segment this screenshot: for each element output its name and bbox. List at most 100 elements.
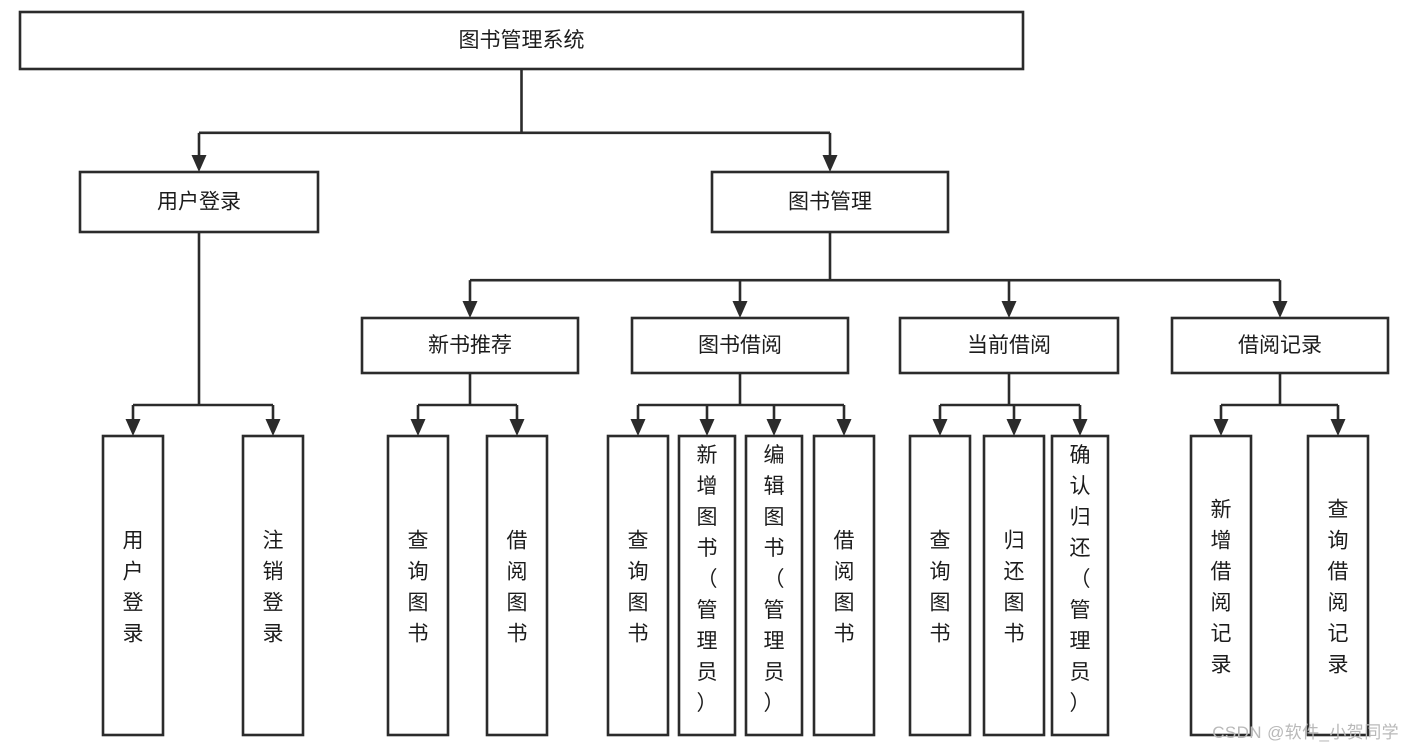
node-book-borrow-label: 图书借阅: [698, 334, 782, 357]
node-leaf-query-book-3-label-char: 询: [930, 561, 951, 584]
node-leaf-user-login[interactable]: 用户登录: [101, 434, 165, 737]
node-leaf-add-book-box[interactable]: [677, 434, 737, 737]
node-leaf-add-record-label-char: 增: [1211, 530, 1232, 553]
node-layer: 图书管理系统用户登录图书管理新书推荐图书借阅当前借阅借阅记录用户登录注销登录查询…: [18, 10, 1390, 737]
arrow-head-icon: [1330, 419, 1346, 436]
arrow-head-icon: [836, 419, 852, 436]
node-leaf-add-record-box[interactable]: [1189, 434, 1253, 737]
node-user-login[interactable]: 用户登录: [78, 170, 320, 234]
node-new-book-recommend-box[interactable]: [360, 316, 580, 375]
node-leaf-query-book-3-box[interactable]: [908, 434, 972, 737]
node-leaf-borrow-book-2-box[interactable]: [812, 434, 876, 737]
node-leaf-confirm-return-label-char: 还: [1070, 537, 1091, 560]
arrow-head-icon: [191, 155, 207, 172]
node-leaf-return-book-label-char: 还: [1004, 561, 1025, 584]
node-current-borrow-box[interactable]: [898, 316, 1120, 375]
node-book-borrow-box[interactable]: [630, 316, 850, 375]
node-leaf-edit-book-box[interactable]: [744, 434, 804, 737]
node-borrow-record[interactable]: 借阅记录: [1170, 316, 1390, 375]
node-leaf-edit-book-label-char: 管: [764, 599, 785, 622]
node-leaf-user-login-label-char: 录: [123, 623, 144, 646]
node-book-manage-box[interactable]: [710, 170, 950, 234]
node-leaf-logout-login-label-char: 登: [263, 592, 284, 615]
node-leaf-confirm-return-label-char: 认: [1070, 475, 1091, 498]
node-borrow-record-box[interactable]: [1170, 316, 1390, 375]
node-leaf-query-book-1-label-char: 书: [408, 623, 429, 646]
node-leaf-edit-book-label-char: ）: [764, 692, 785, 715]
node-leaf-query-book-2-label-char: 图: [628, 592, 649, 615]
node-leaf-edit-book-label-char: 图: [764, 506, 785, 529]
node-leaf-borrow-book-2-label-char: 图: [834, 592, 855, 615]
node-leaf-user-login-label-char: 登: [123, 592, 144, 615]
node-leaf-query-record-label-char: 借: [1328, 561, 1349, 584]
node-leaf-user-login-box[interactable]: [101, 434, 165, 737]
node-leaf-query-book-1-label-char: 图: [408, 592, 429, 615]
node-leaf-query-book-1-box[interactable]: [386, 434, 450, 737]
node-leaf-confirm-return-label-char: 管: [1070, 599, 1091, 622]
node-root[interactable]: 图书管理系统: [18, 10, 1025, 71]
node-leaf-edit-book-label-char: 编: [764, 444, 785, 467]
node-leaf-confirm-return-box[interactable]: [1050, 434, 1110, 737]
node-leaf-edit-book-label-char: 理: [764, 630, 785, 653]
node-leaf-borrow-book-1-label-char: 阅: [507, 561, 528, 584]
node-leaf-add-record-label-char: 阅: [1211, 592, 1232, 615]
node-leaf-borrow-book-1-box[interactable]: [485, 434, 549, 737]
node-leaf-query-record-label-char: 阅: [1328, 592, 1349, 615]
node-leaf-query-book-1-label-char: 询: [408, 561, 429, 584]
node-book-borrow[interactable]: 图书借阅: [630, 316, 850, 375]
node-leaf-query-book-3-label-char: 书: [930, 623, 951, 646]
node-root-box[interactable]: [18, 10, 1025, 71]
node-leaf-query-book-2-label-char: 书: [628, 623, 649, 646]
node-leaf-query-book-2-box[interactable]: [606, 434, 670, 737]
node-leaf-return-book-box[interactable]: [982, 434, 1046, 737]
node-user-login-box[interactable]: [78, 170, 320, 234]
node-book-manage-label: 图书管理: [788, 191, 872, 214]
node-leaf-add-record-label-char: 借: [1211, 561, 1232, 584]
node-leaf-add-book-label-char: 员: [697, 661, 718, 684]
node-leaf-query-book-3-label-char: 查: [930, 530, 951, 553]
node-new-book-recommend-label: 新书推荐: [428, 334, 512, 357]
node-book-manage[interactable]: 图书管理: [710, 170, 950, 234]
node-leaf-add-book-label-char: 书: [697, 537, 718, 560]
node-leaf-query-book-3-label-char: 图: [930, 592, 951, 615]
node-leaf-add-book-label-char: ）: [697, 692, 718, 715]
node-leaf-edit-book-label-char: 员: [764, 661, 785, 684]
node-leaf-query-record-box[interactable]: [1306, 434, 1370, 737]
node-leaf-return-book-label-char: 书: [1004, 623, 1025, 646]
node-user-login-label: 用户登录: [157, 191, 241, 214]
node-leaf-edit-book-label-char: 辑: [764, 475, 785, 498]
node-leaf-edit-book-label-char: （: [764, 568, 785, 591]
node-leaf-confirm-return-label-char: 确: [1070, 444, 1091, 467]
arrow-head-icon: [265, 419, 281, 436]
node-leaf-add-record-label-char: 新: [1211, 499, 1232, 522]
node-leaf-add-book-label-char: 增: [697, 475, 718, 498]
arrow-head-icon: [462, 301, 478, 318]
node-leaf-logout-login-box[interactable]: [241, 434, 305, 737]
node-leaf-borrow-book-2-label-char: 借: [834, 530, 855, 553]
node-leaf-add-book-label-char: 图: [697, 506, 718, 529]
arrow-head-icon: [932, 419, 948, 436]
node-new-book-recommend[interactable]: 新书推荐: [360, 316, 580, 375]
node-leaf-confirm-return-label-char: 员: [1070, 661, 1091, 684]
node-current-borrow[interactable]: 当前借阅: [898, 316, 1120, 375]
node-leaf-borrow-book-2-label-char: 书: [834, 623, 855, 646]
arrow-head-icon: [1006, 419, 1022, 436]
node-leaf-query-record-label-char: 查: [1328, 499, 1349, 522]
arrow-head-icon: [1272, 301, 1288, 318]
node-leaf-add-book-label-char: （: [697, 568, 718, 591]
arrow-head-icon: [509, 419, 525, 436]
node-leaf-add-book-label-char: 新: [697, 444, 718, 467]
